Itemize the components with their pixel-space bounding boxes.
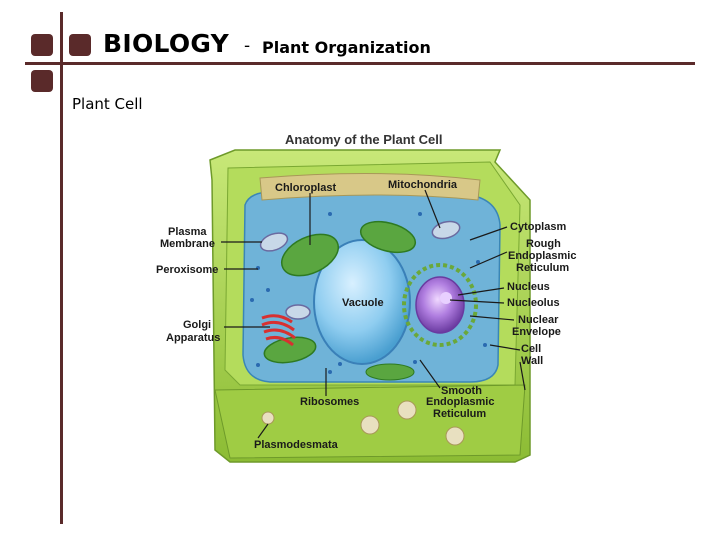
- horizontal-rule: [25, 62, 695, 65]
- label-mitochondria: Mitochondria: [388, 179, 458, 191]
- decor-square-1: [31, 34, 53, 56]
- label-plasma-membrane-2: Membrane: [160, 238, 215, 250]
- label-cytoplasm: Cytoplasm: [510, 221, 566, 233]
- title-separator: -: [244, 36, 251, 56]
- figure-title: Anatomy of the Plant Cell: [285, 132, 442, 147]
- label-golgi-1: Golgi: [183, 319, 211, 331]
- label-nuclear-envelope-1: Nuclear: [518, 314, 559, 326]
- golgi-apparatus: [261, 314, 296, 347]
- label-cell-wall-1: Cell: [521, 343, 541, 355]
- label-smooth-er-1: Smooth: [441, 385, 482, 397]
- vacuole: [313, 239, 411, 365]
- top-membrane: [259, 172, 481, 201]
- label-nucleus: Nucleus: [507, 281, 550, 293]
- nucleus: [402, 263, 478, 347]
- label-plasmodesmata: Plasmodesmata: [254, 439, 339, 451]
- label-rough-er-1: Rough: [526, 238, 561, 250]
- label-cell-wall-2: Wall: [521, 355, 543, 367]
- label-nucleolus: Nucleolus: [507, 297, 560, 309]
- mitochondria-group: [259, 220, 461, 320]
- label-nuclear-envelope-2: Envelope: [512, 326, 561, 338]
- vertical-rule: [60, 12, 63, 524]
- label-plasma-membrane-1: Plasma: [168, 226, 207, 238]
- label-rough-er-3: Reticulum: [516, 262, 569, 274]
- slide-title: BIOLOGY: [103, 29, 230, 58]
- label-smooth-er-2: Endoplasmic: [426, 396, 494, 408]
- label-peroxisome: Peroxisome: [156, 264, 218, 276]
- label-rough-er-2: Endoplasmic: [508, 250, 576, 262]
- leader-lines: [221, 189, 526, 439]
- chloroplast-group: [263, 220, 417, 381]
- label-ribosomes: Ribosomes: [300, 396, 359, 408]
- label-smooth-er-3: Reticulum: [433, 408, 486, 420]
- ribosomes: [250, 212, 487, 374]
- label-golgi-2: Apparatus: [166, 332, 220, 344]
- decor-square-2: [69, 34, 91, 56]
- decor-square-3: [31, 70, 53, 92]
- section-heading: Plant Cell: [72, 95, 143, 113]
- plasmodesmata-group: [261, 400, 465, 446]
- slide-subtitle: Plant Organization: [262, 38, 431, 57]
- label-vacuole: Vacuole: [342, 297, 384, 309]
- label-chloroplast: Chloroplast: [275, 182, 336, 194]
